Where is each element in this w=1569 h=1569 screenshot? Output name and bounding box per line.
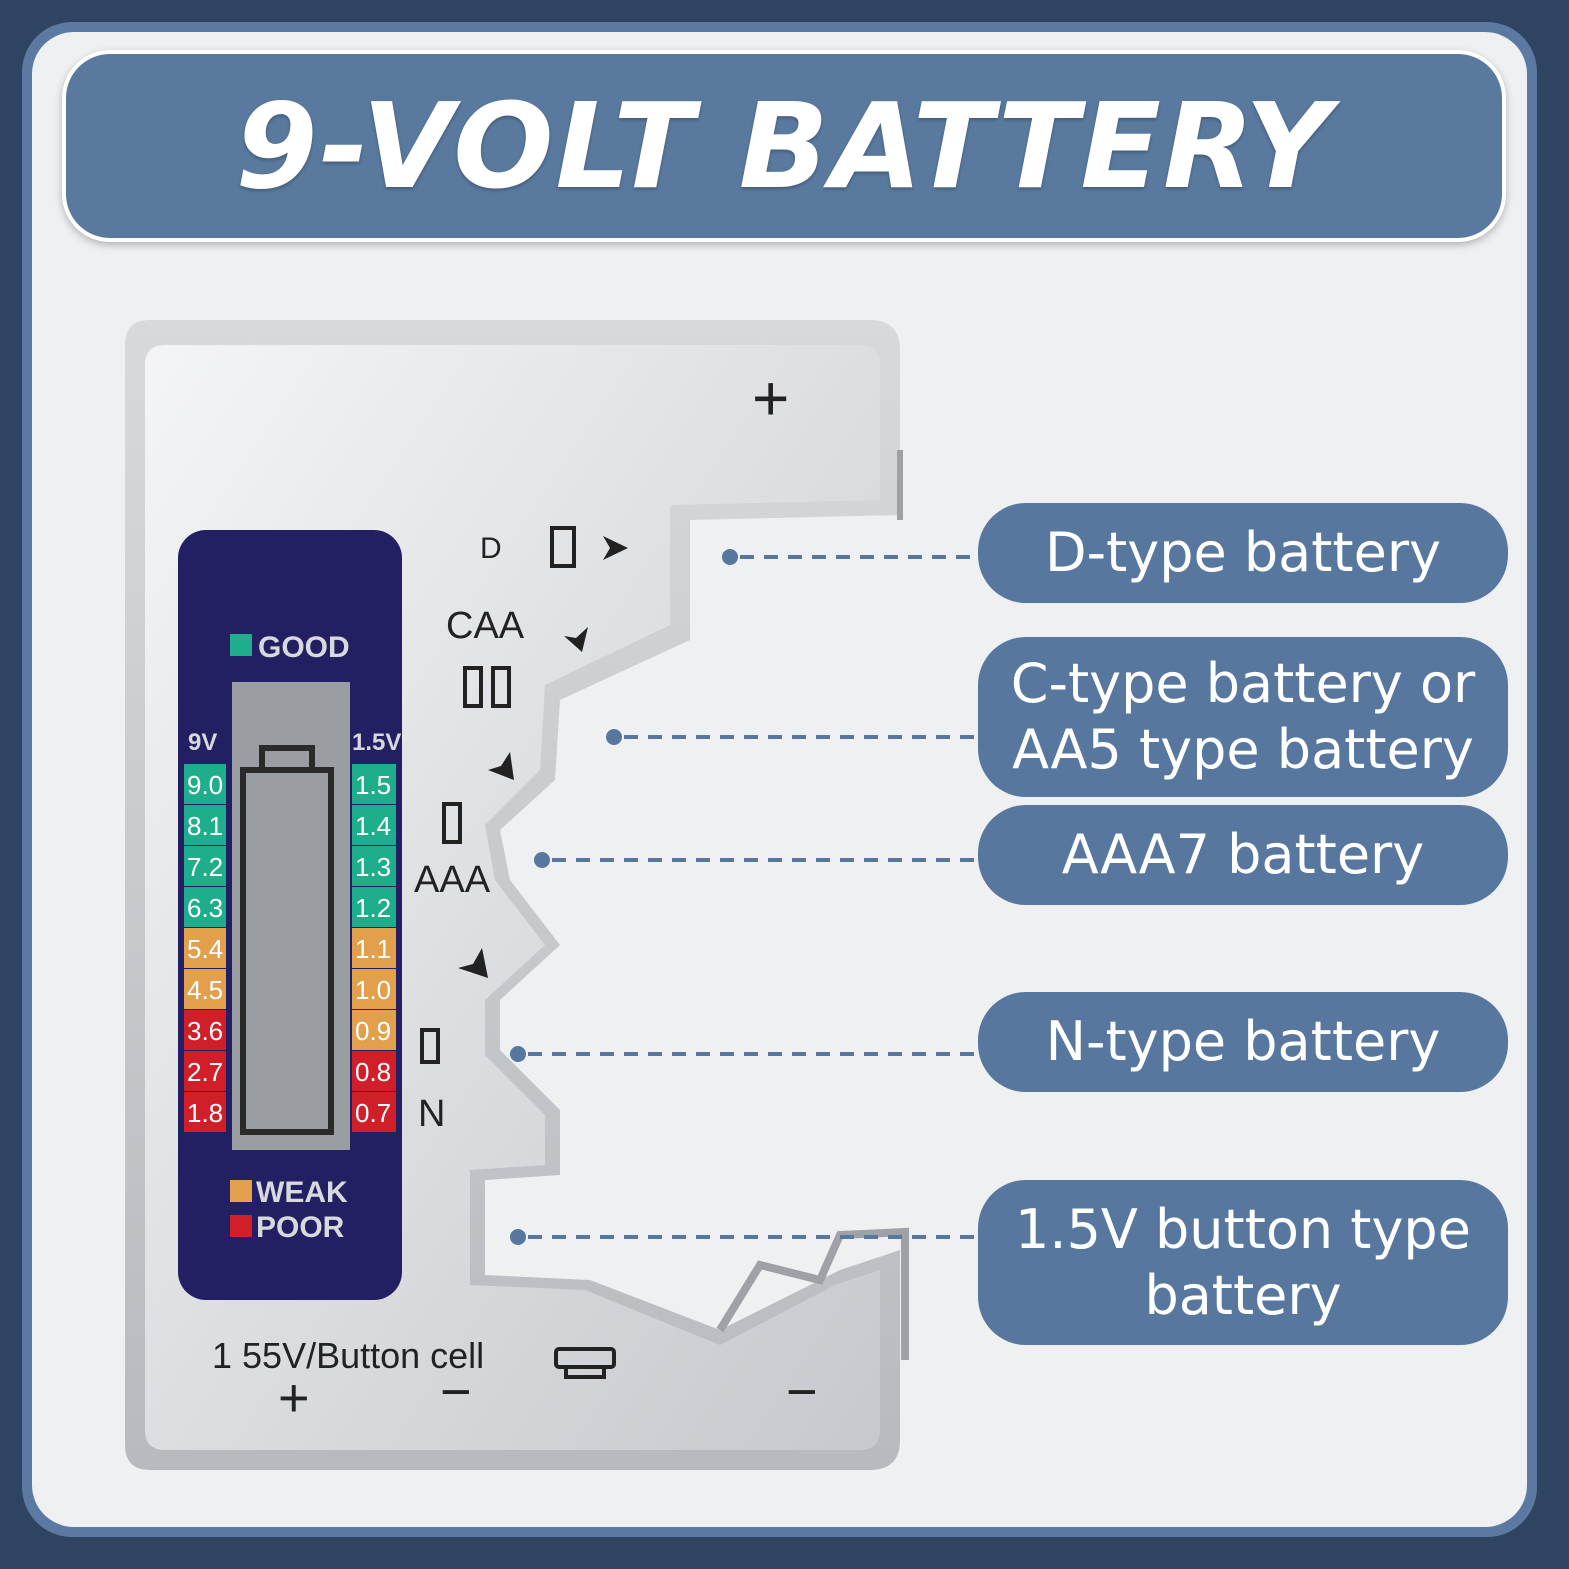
c-battery-icon [463,666,483,708]
dot-c [606,729,622,745]
lcd-right-scale: 1.5 1.4 1.3 1.2 1.1 1.0 0.9 0.8 0.7 [352,764,396,1132]
slot-label-caa: CAA [446,605,525,647]
left-scale-value: 9.0 [187,770,223,800]
connector-dots [510,549,738,1245]
title-banner: 9-VOLT BATTERY [62,50,1506,242]
right-scale-cell [352,1051,396,1091]
callout-d-type: D-type battery [978,503,1508,603]
right-scale-value: 1.4 [355,811,391,841]
left-scale-value: 3.6 [187,1016,223,1046]
lcd-battery-nub [259,745,315,773]
callout-button-line2: battery [1144,1263,1342,1327]
right-scale-cell [352,969,396,1009]
right-scale-value: 0.9 [355,1016,391,1046]
bottom-minus-left: − [440,1362,472,1422]
left-scale-value: 8.1 [187,811,223,841]
left-scale-cell [184,1051,226,1091]
slot-label-d: D [480,532,502,565]
poor-swatch [230,1215,252,1237]
left-scale-cell [184,887,226,927]
left-scale-cell [184,1010,226,1050]
caa-arrow-icon [564,627,588,652]
callout-aaa7-text: AAA7 battery [1061,823,1425,886]
right-scale-value: 0.7 [355,1098,391,1128]
callout-c-type-line1: C-type battery or [1010,652,1476,715]
callout-aaa7: AAA7 battery [978,805,1508,905]
callout-n-type-text: N-type battery [1045,1010,1441,1073]
aa-battery-icon [491,666,511,708]
left-scale-cell [184,846,226,886]
right-scale-value: 1.3 [355,852,391,882]
d-battery-icon [550,526,576,568]
right-scale-cell [352,1092,396,1132]
left-scale-cell [184,1092,226,1132]
left-scale-cell [184,928,226,968]
dot-button [510,1229,526,1245]
right-scale-value: 0.8 [355,1057,391,1087]
bottom-plus-symbol: + [278,1368,310,1428]
weak-label: WEAK [256,1176,348,1209]
left-scale-cell [184,764,226,804]
d-arrow-icon [603,536,628,560]
metal-clip [716,1227,909,1360]
slot-label-aaa: AAA [414,859,491,901]
aaa-battery-icon [442,802,462,844]
dot-d [722,549,738,565]
n-battery-icon [420,1028,440,1064]
lcd-right-header: 1.5V [352,729,401,756]
good-label: GOOD [258,631,350,664]
dot-n [510,1046,526,1062]
aaa-arrow-icon [458,948,488,978]
bottom-minus-right: − [786,1362,818,1422]
callout-n-type: N-type battery [978,992,1508,1092]
lcd-left-scale: 9.0 8.1 7.2 6.3 5.4 4.5 3.6 2.7 1.8 [184,764,226,1132]
connector-lines [528,555,978,1239]
right-scale-cell [352,846,396,886]
callout-button-type: 1.5V button type battery [978,1180,1508,1345]
aa-arrow-icon [488,752,514,780]
plus-symbol-top: + [752,362,789,434]
right-scale-cell [352,805,396,845]
callout-c-type: C-type battery or AA5 type battery [978,637,1508,797]
right-scale-cell [352,887,396,927]
left-scale-value: 7.2 [187,852,223,882]
left-scale-value: 4.5 [187,975,223,1005]
dot-aaa [534,852,550,868]
lcd-left-header: 9V [188,729,217,756]
callout-button-line1: 1.5V button type [1015,1197,1471,1261]
left-scale-value: 6.3 [187,893,223,923]
weak-swatch [230,1180,252,1202]
right-scale-cell [352,1010,396,1050]
button-cell-icon-base [564,1365,606,1379]
left-scale-cell [184,805,226,845]
callout-d-type-text: D-type battery [1045,521,1441,584]
left-scale-cell [184,969,226,1009]
right-scale-value: 1.5 [355,770,391,800]
good-swatch [230,634,252,656]
poor-label: POOR [256,1211,345,1244]
left-scale-value: 1.8 [187,1098,223,1128]
slot-label-n: N [418,1093,445,1135]
left-scale-value: 2.7 [187,1057,223,1087]
right-scale-value: 1.2 [355,893,391,923]
right-scale-value: 1.0 [355,975,391,1005]
right-scale-cell [352,928,396,968]
callout-c-type-line2: AA5 type battery [1012,718,1474,781]
right-scale-cell [352,764,396,804]
banner-title: 9-VOLT BATTERY [235,77,1333,215]
left-scale-value: 5.4 [187,934,223,964]
button-cell-label: 1 55V/Button cell [212,1335,484,1376]
right-scale-value: 1.1 [355,934,391,964]
